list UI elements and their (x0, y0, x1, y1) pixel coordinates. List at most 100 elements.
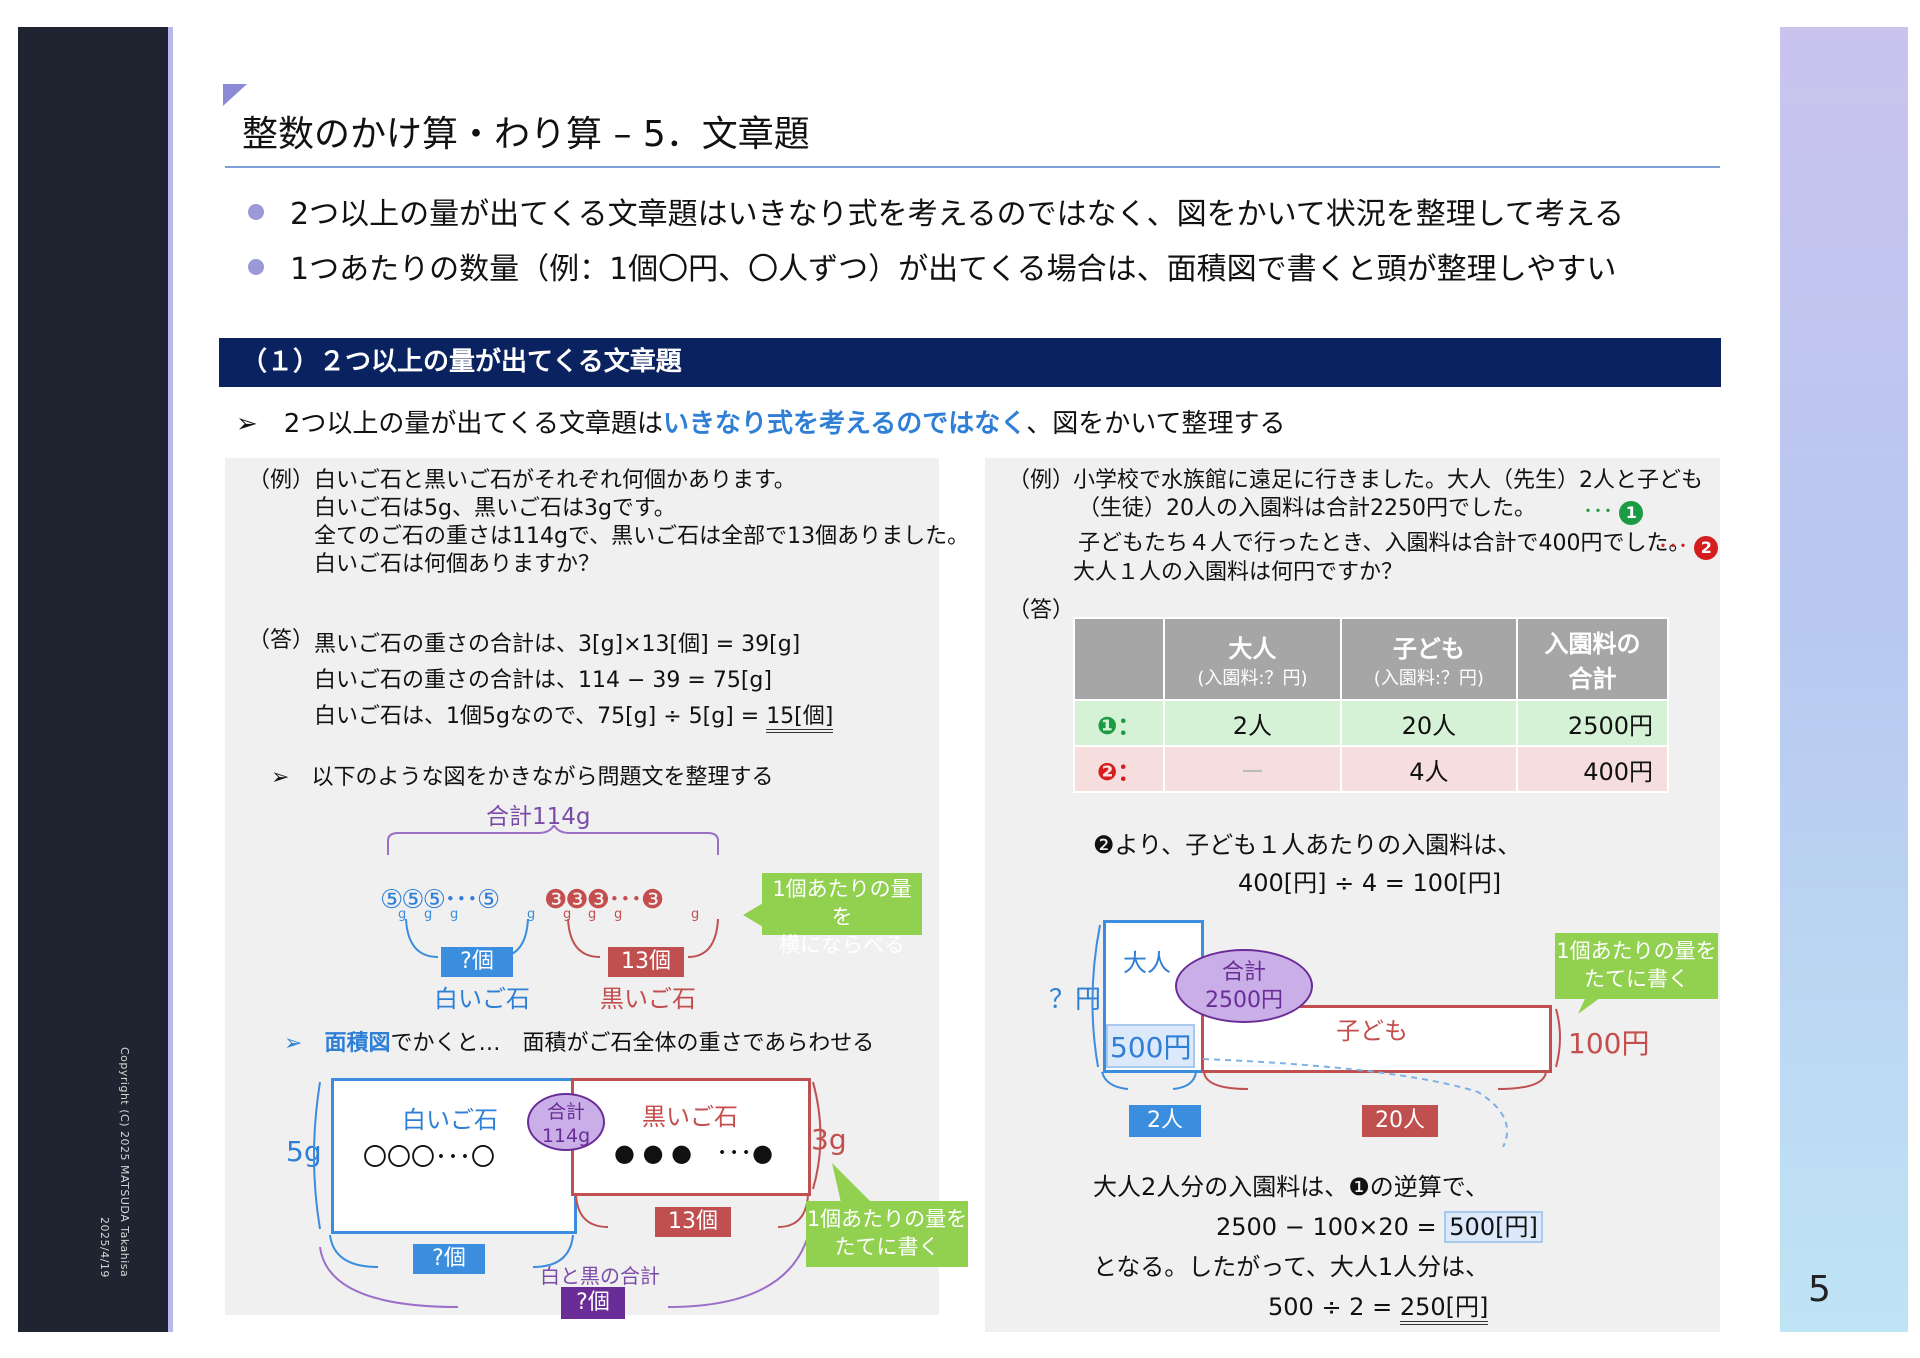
left-q-line: 全てのご石の重さは114gで、黒いご石は全部で13個ありました。 (314, 524, 970, 549)
header-main: 大人 (1228, 634, 1277, 663)
callout-pointer (832, 1163, 876, 1207)
bubble-line: 114g (541, 1125, 591, 1147)
lead-prefix: 2つ以上の量が出てくる文章題は (283, 409, 664, 439)
callout-vertical-left: 1個あたりの量を たてに書く (806, 1201, 968, 1267)
callout-pointer (743, 902, 765, 928)
callout-horizontal: 1個あたりの量を 横にならべる (762, 873, 922, 957)
final-formula-text: 500 ÷ 2 = (1268, 1293, 1400, 1321)
child-label: 子ども (1336, 1017, 1408, 1045)
black-area-rect (571, 1078, 811, 1196)
area-white-title: 白いご石 (402, 1106, 498, 1134)
marker-dots: ･･･ (1583, 499, 1613, 523)
date: 2025/4/19 (98, 1217, 111, 1278)
area-white-circles: 〇〇〇･･･〇 (363, 1143, 495, 1171)
table-cell: 400円 (1516, 745, 1669, 793)
stones-brace (387, 825, 719, 855)
title-corner-icon (223, 84, 247, 106)
title-rule (225, 166, 1720, 168)
table-corner (1072, 617, 1166, 701)
area-sum-count: ?個 (561, 1287, 625, 1319)
bullet-dot (248, 204, 264, 220)
header-main: 合計 (1568, 665, 1617, 693)
white-count-tag: ?個 (441, 947, 513, 977)
left-tip1: ➢ 以下のような図をかきながら問題文を整理する (271, 764, 773, 792)
copyright: Copyright (C) 2025 MATSUDA Takahisa (118, 1047, 131, 1278)
black-count-tag: 13個 (608, 947, 684, 977)
table-cell: ー (1163, 745, 1342, 793)
marker-dots: ･･･ (1658, 534, 1688, 558)
arrow-bullet-icon: ➢ (284, 1031, 325, 1056)
child-100-label: 100円 (1568, 1027, 1650, 1060)
five-g-label: 5g (286, 1135, 322, 1168)
bubble-line: 2500円 (1205, 988, 1283, 1013)
step2-text: 大人2人分の入園料は、❶の逆算で、 (1093, 1173, 1489, 1201)
arrow-bullet-icon: ➢ (271, 765, 312, 790)
left-a-line: 黒いご石の重さの合計は、3[g]×13[個] = 39[g] (314, 632, 801, 657)
table-header-total: 入園料の合計 (1516, 617, 1669, 701)
step2-formula-text: 2500 − 100×20 = (1216, 1213, 1445, 1241)
table-cell: 2500円 (1516, 699, 1669, 747)
area-total-bubble: 合計 114g (527, 1093, 605, 1151)
table-header-adult: 大人(入園料:？円) (1163, 617, 1342, 701)
marker2-icon: 2 (1694, 536, 1719, 560)
final-result: 250[円] (1399, 1293, 1489, 1325)
black-stone-label: 黒いご石 (600, 985, 696, 1013)
step2-result: 500[円] (1444, 1211, 1543, 1243)
left-a-line: 白いご石は、1個5gなので、75[g] ÷ 5[g] = (314, 704, 767, 729)
gram-mark: g (614, 907, 623, 922)
row-label: ❷： (1072, 745, 1166, 793)
step1-text: ❷より、子ども１人あたりの入園料は、 (1093, 831, 1522, 859)
fee-table: 大人(入園料:？円) 子ども (入園料:？円) 入園料の合計 ❶： 2人 20人 … (1072, 617, 1669, 793)
callout-vertical-right: 1個あたりの量を たてに書く (1555, 933, 1718, 999)
step2-conclusion: となる。したがって、大人1人分は、 (1093, 1253, 1490, 1281)
area-black-title: 黒いご石 (642, 1103, 738, 1131)
right-area-braces (1091, 924, 1561, 1147)
lead-highlight: いきなり式を考えるのではなく (663, 409, 1027, 439)
left-a-line: 白いご石の重さの合計は、114 − 39 = 75[g] (314, 668, 772, 693)
page-number: 5 (1808, 1269, 1831, 1310)
sidebar-edge (168, 27, 173, 1332)
right-answer-label: （答） (1008, 598, 1075, 623)
area-white-count: ?個 (413, 1244, 485, 1274)
gram-mark: g (691, 907, 700, 922)
gram-mark: g (398, 907, 407, 922)
marker1-icon: 1 (1619, 501, 1644, 525)
right-q-line: （生徒）20人の入園料は合計2250円でした。 (1078, 496, 1536, 521)
bullet-dot (248, 259, 264, 275)
left-q-line: 白いご石は5g、黒いご石は3gです。 (314, 496, 676, 521)
left-q-line: 白いご石は何個ありますか？ (314, 552, 601, 577)
header-main: 子ども (1392, 634, 1465, 663)
left-tip2-text: でかくと… 面積がご石全体の重さであらわせる (390, 1031, 875, 1056)
header-sub: (入園料:？円) (1373, 667, 1484, 689)
bubble-line: 合計 (1221, 960, 1266, 985)
left-tip2-highlight: 面積図 (324, 1031, 391, 1056)
right-q-line: 子どもたち４人で行ったとき、入園料は合計で400円でした。 (1078, 531, 1691, 556)
gram-mark: g (450, 907, 459, 922)
white-stone-label: 白いご石 (434, 985, 530, 1013)
table-row: ❷： ー 4人 400円 (1072, 745, 1669, 793)
lead-suffix: 、図をかいて整理する (1026, 409, 1286, 439)
left-question: 白いご石と黒いご石がそれぞれ何個かあります。 白いご石は5g、黒いご石は3gです… (314, 467, 969, 579)
step1-formula: 400[円] ÷ 4 = 100[円] (1238, 869, 1502, 897)
callout-line: たてに書く (1584, 967, 1689, 991)
total-2500-bubble: 合計 2500円 (1175, 949, 1313, 1023)
right-q-line: 大人１人の入園料は何円ですか？ (1073, 560, 1404, 585)
page-title: 整数のかけ算・わり算 – 5．文章題 (242, 114, 810, 155)
bullet-2: 1つあたりの数量（例：1個〇円、〇人ずつ）が出てくる場合は、面積図で書くと頭が整… (290, 252, 1617, 287)
right-decoration (1780, 27, 1908, 1332)
gram-mark: g (588, 907, 597, 922)
arrow-bullet-icon: ➢ (236, 409, 284, 439)
left-q-line: 白いご石と黒いご石がそれぞれ何個かあります。 (314, 468, 796, 493)
table-cell: 20人 (1339, 699, 1519, 747)
table-row: ❶： 2人 20人 2500円 (1072, 699, 1669, 747)
left-tip1-text: 以下のような図をかきながら問題文を整理する (311, 765, 774, 790)
adult-count-tag: 2人 (1129, 1105, 1201, 1137)
marker1: ･･･ 1 (1583, 495, 1644, 525)
final-formula: 500 ÷ 2 = 250[円] (1268, 1287, 1489, 1325)
table-cell: 4人 (1339, 745, 1519, 793)
callout-line: たてに書く (834, 1235, 940, 1259)
area-black-count: 13個 (655, 1207, 731, 1237)
row-label: ❶： (1072, 699, 1166, 747)
slide: Copyright (C) 2025 MATSUDA Takahisa 2025… (18, 27, 1908, 1332)
marker2: ･･･ 2 (1658, 530, 1719, 560)
